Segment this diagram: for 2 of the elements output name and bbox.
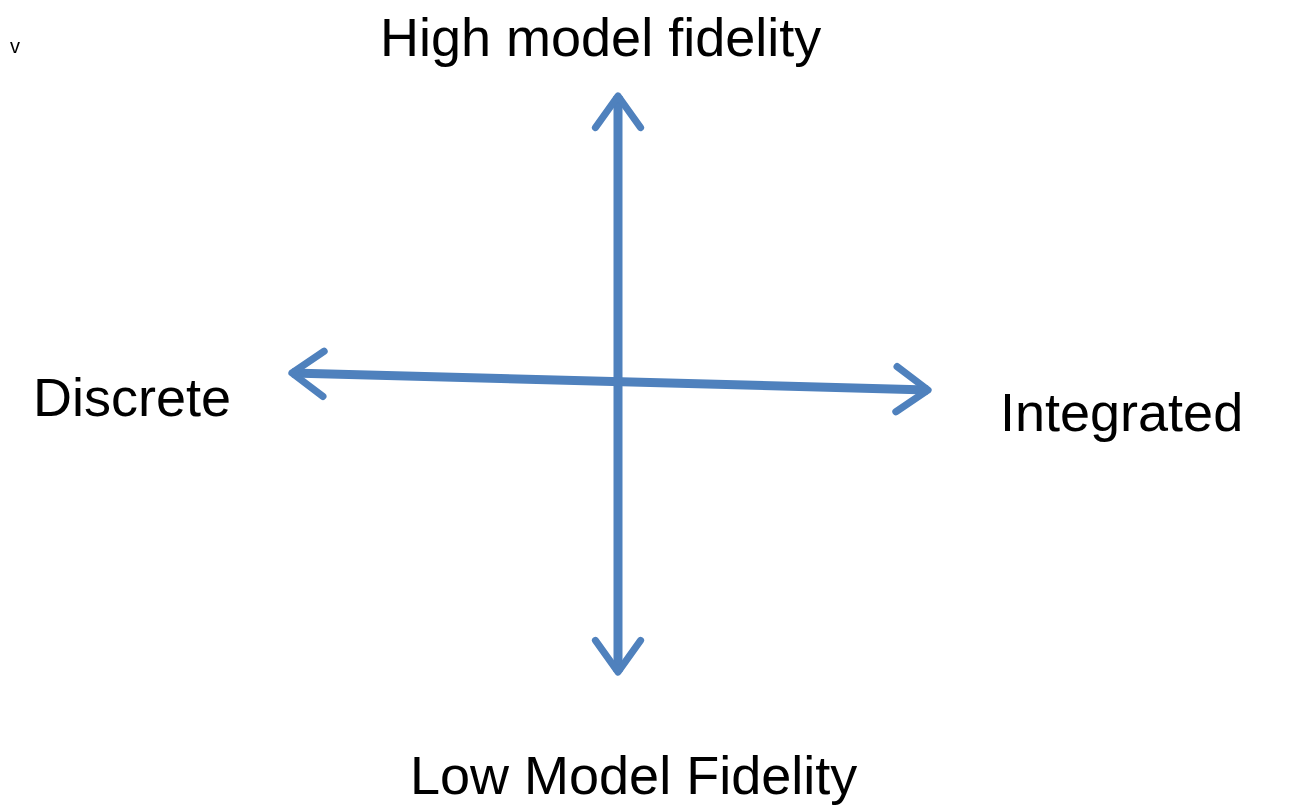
axis-label: Discrete xyxy=(33,370,232,424)
corner-mark: v xyxy=(10,36,20,56)
